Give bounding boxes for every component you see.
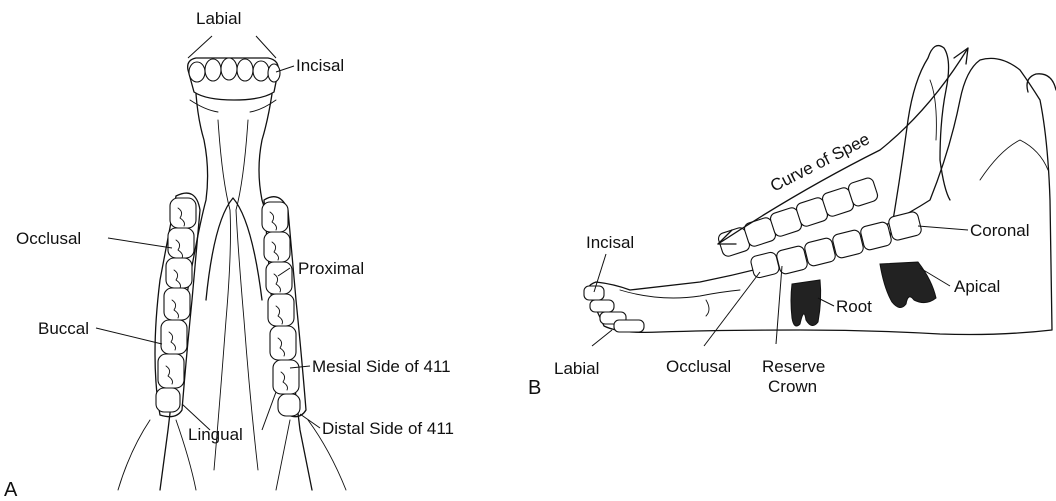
label-occlusal-a: Occlusal (16, 229, 81, 248)
label-labial-b: Labial (554, 359, 599, 378)
label-incisal-a: Incisal (296, 56, 344, 75)
panel-label-a: A (4, 479, 18, 501)
panel-label-b: B (528, 377, 541, 399)
label-root: Root (836, 297, 872, 316)
left-cheek-teeth (156, 198, 196, 412)
label-buccal-a: Buccal (38, 319, 89, 338)
incisors-lateral (584, 286, 644, 332)
label-reserve: Reserve (762, 357, 825, 376)
label-apical: Apical (954, 277, 1000, 296)
label-occlusal-b: Occlusal (666, 357, 731, 376)
tooth-roots (791, 262, 936, 326)
label-incisal-b: Incisal (586, 233, 634, 252)
label-distal-side-a: Distal Side of 411 (322, 419, 454, 438)
label-crown: Crown (768, 377, 817, 396)
figure-b-mandible-lateral-view (584, 46, 1056, 346)
right-cheek-teeth (262, 202, 300, 416)
label-lingual-a: Lingual (188, 425, 243, 444)
label-proximal-a: Proximal (298, 259, 364, 278)
incisor-row (189, 58, 280, 82)
label-labial-a: Labial (196, 9, 241, 28)
label-coronal: Coronal (970, 221, 1030, 240)
label-mesial-side-a: Mesial Side of 411 (312, 357, 451, 376)
